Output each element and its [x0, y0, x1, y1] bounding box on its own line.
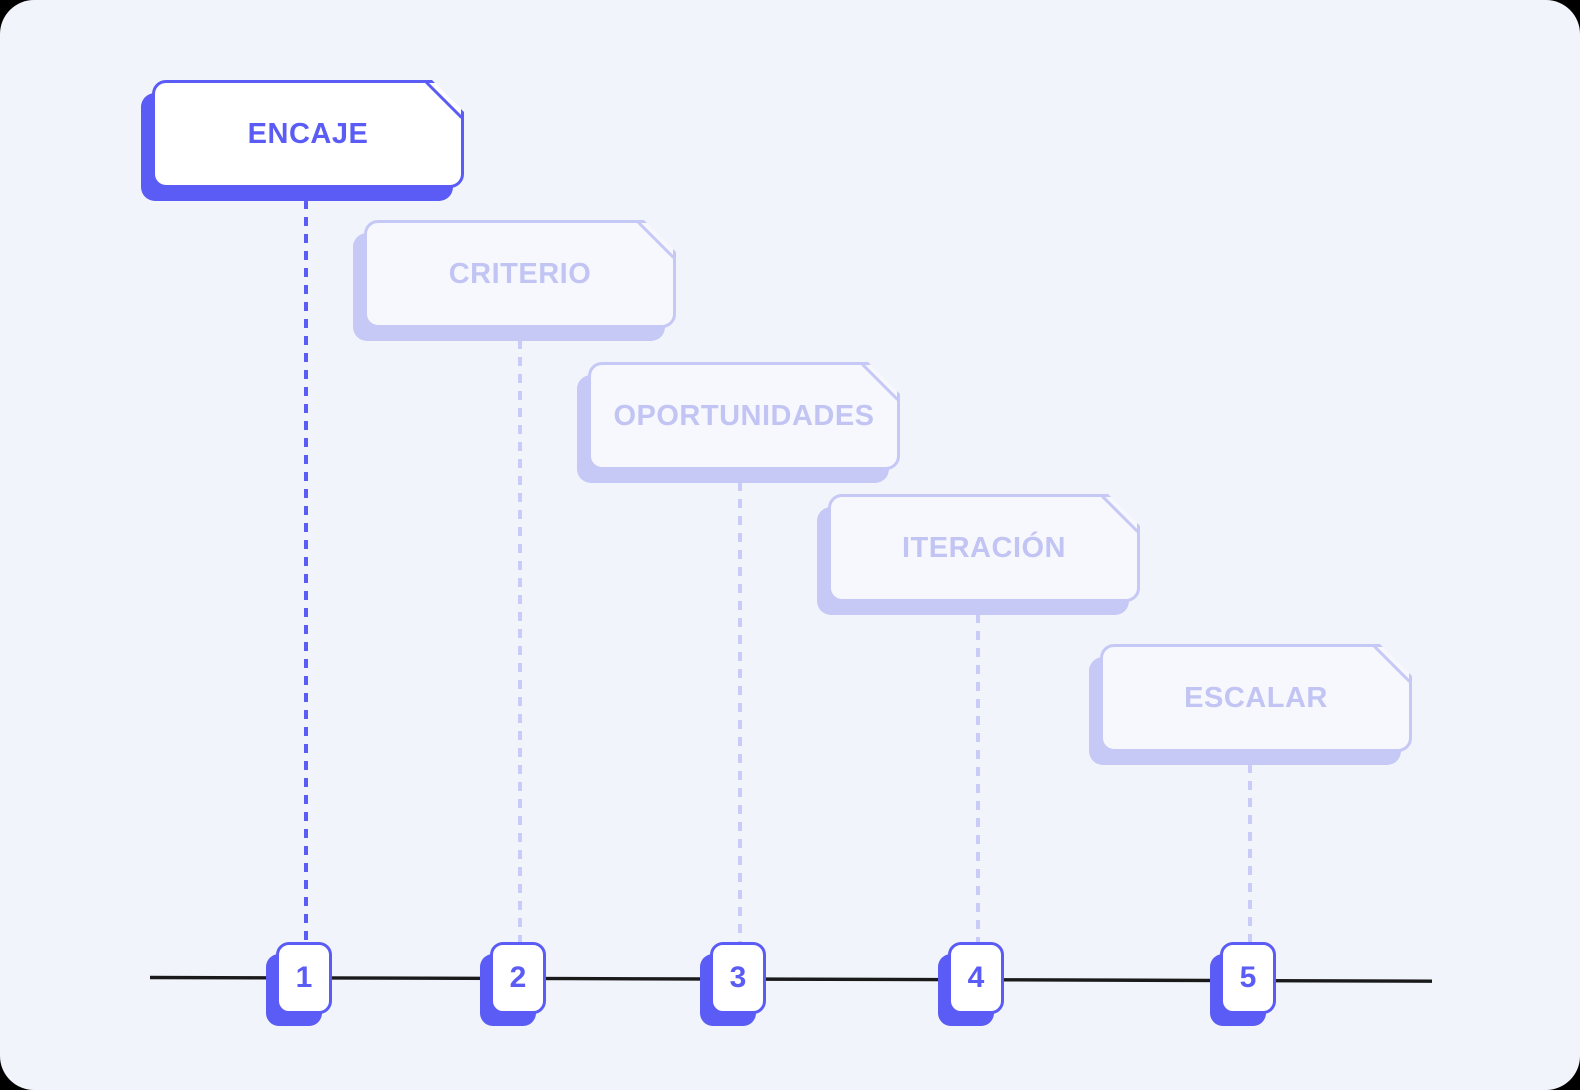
- step-marker-number: 2: [509, 961, 527, 994]
- stage-card-iteracin[interactable]: ITERACIÓN: [817, 494, 1140, 615]
- card-face: ESCALAR: [1100, 644, 1412, 752]
- stage-card-encaje[interactable]: ENCAJE: [141, 80, 464, 201]
- card-face: CRITERIO: [364, 220, 676, 328]
- card-corner-notch-icon: [861, 365, 897, 401]
- step-marker-number: 5: [1239, 961, 1257, 994]
- marker-face: 4: [948, 942, 1004, 1014]
- stage-card-label: ITERACIÓN: [902, 531, 1066, 564]
- card-corner-notch-icon: [425, 83, 461, 119]
- marker-face: 5: [1220, 942, 1276, 1014]
- marker-face: 1: [276, 942, 332, 1014]
- card-face: ITERACIÓN: [828, 494, 1140, 602]
- card-face: ENCAJE: [152, 80, 464, 188]
- connector-line-1: [304, 200, 308, 945]
- stage-card-label: OPORTUNIDADES: [613, 399, 875, 432]
- card-corner-notch-icon: [1373, 647, 1409, 683]
- step-marker-1[interactable]: 1: [266, 942, 332, 1026]
- step-marker-number: 1: [295, 961, 313, 994]
- stage-card-label: ESCALAR: [1184, 681, 1328, 714]
- step-marker-4[interactable]: 4: [938, 942, 1004, 1026]
- connector-line-5: [1248, 764, 1252, 945]
- stage-card-oportunidades[interactable]: OPORTUNIDADES: [577, 362, 900, 483]
- card-corner-notch-icon: [1101, 497, 1137, 533]
- stage-card-criterio[interactable]: CRITERIO: [353, 220, 676, 341]
- step-marker-number: 3: [729, 961, 747, 994]
- step-marker-number: 4: [967, 961, 985, 994]
- marker-face: 3: [710, 942, 766, 1014]
- stage-card-label: ENCAJE: [247, 117, 369, 150]
- card-corner-notch-icon: [637, 223, 673, 259]
- step-marker-3[interactable]: 3: [700, 942, 766, 1026]
- marker-face: 2: [490, 942, 546, 1014]
- step-marker-2[interactable]: 2: [480, 942, 546, 1026]
- card-face: OPORTUNIDADES: [588, 362, 900, 470]
- stage-card-escalar[interactable]: ESCALAR: [1089, 644, 1412, 765]
- stage-card-label: CRITERIO: [448, 257, 592, 290]
- connector-line-2: [518, 340, 522, 945]
- step-marker-5[interactable]: 5: [1210, 942, 1276, 1026]
- connector-line-3: [738, 482, 742, 945]
- connector-line-4: [976, 614, 980, 945]
